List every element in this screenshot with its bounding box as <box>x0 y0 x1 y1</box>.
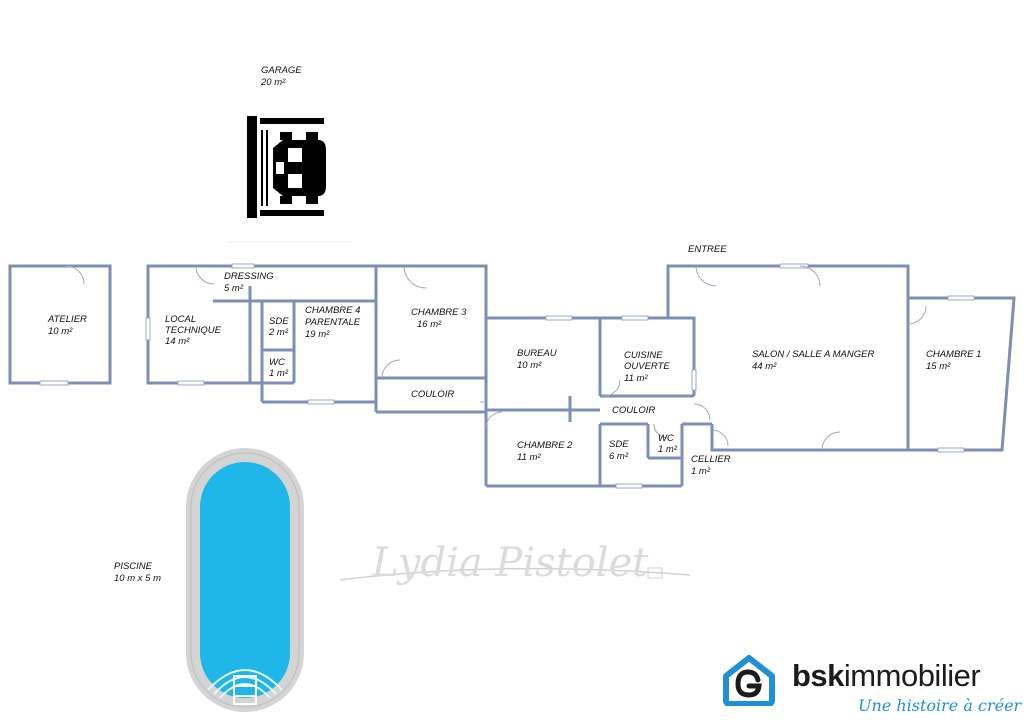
salon-label: SALON / SALLE A MANGER <box>752 349 874 360</box>
atelier-label: ATELIER <box>47 314 87 325</box>
garage-label: GARAGE <box>261 65 302 76</box>
cellier-area: 1 m² <box>691 466 711 477</box>
brand-logo: bskimmobilier Une histoire à créer <box>722 652 1022 722</box>
brand-name-rest: immobilier <box>843 658 981 693</box>
chambre-1-area: 15 m² <box>926 361 951 372</box>
swimming-pool <box>186 448 304 712</box>
chambre-4-area: 19 m² <box>305 329 330 340</box>
dressing-label: DRESSING <box>224 271 274 282</box>
garage-car-icon <box>247 116 326 218</box>
atelier-area: 10 m² <box>48 326 73 337</box>
sde-2-area: 6 m² <box>609 451 629 462</box>
sde-1-area: 2 m² <box>268 327 289 338</box>
bureau-area: 10 m² <box>517 360 542 371</box>
cellier-label: CELLIER <box>691 454 731 465</box>
entree-label: ENTREE <box>688 244 727 255</box>
local-technique-area: 14 m² <box>165 336 190 347</box>
wc-1-area: 1 m² <box>269 368 289 379</box>
house-g-logo-icon <box>723 655 775 706</box>
chambre-2-area: 11 m² <box>517 452 541 463</box>
couloir-1-label: COULOIR <box>411 389 454 400</box>
salon-walls <box>666 264 910 452</box>
wc-2-area: 1 m² <box>658 444 678 455</box>
couloir-2-label: COULOIR <box>612 405 655 416</box>
salon-area: 44 m² <box>752 361 777 372</box>
piscine-size: 10 m x 5 m <box>114 573 161 584</box>
chambre-4-label-1: CHAMBRE 4 <box>305 305 360 316</box>
local-technique-label-1: LOCAL <box>165 314 196 325</box>
cuisine-area: 11 m² <box>624 373 648 384</box>
chambre-1-label: CHAMBRE 1 <box>926 349 981 360</box>
chambre-4-label-2: PARENTALE <box>305 317 361 328</box>
cuisine-label-1: CUISINE <box>624 350 663 361</box>
brand-name: bskimmobilier <box>792 658 981 694</box>
wc-1-label: WC <box>269 357 285 368</box>
chambre-3-label: CHAMBRE 3 <box>411 307 467 318</box>
signature-watermark: Lydia Pistolet <box>339 540 691 586</box>
signature-text: Lydia Pistolet <box>371 540 649 586</box>
brand-name-bold: bsk <box>792 658 844 693</box>
dressing-area: 5 m² <box>224 283 244 294</box>
bureau-label: BUREAU <box>517 348 557 359</box>
wc-2-label: WC <box>658 433 674 444</box>
chambre-1-walls <box>908 296 1016 452</box>
cuisine-label-2: OUVERTE <box>624 361 670 372</box>
local-technique-label-2: TECHNIQUE <box>165 325 222 336</box>
brand-tagline: Une histoire à créer <box>858 696 1022 715</box>
piscine-label: PISCINE <box>114 561 153 572</box>
sde-1-label: SDE <box>269 316 289 327</box>
garage-area: 20 m² <box>260 77 286 88</box>
sde-2-label: SDE <box>609 439 629 450</box>
chambre-3-area: 16 m² <box>417 319 442 330</box>
chambre-2-label: CHAMBRE 2 <box>517 440 573 451</box>
